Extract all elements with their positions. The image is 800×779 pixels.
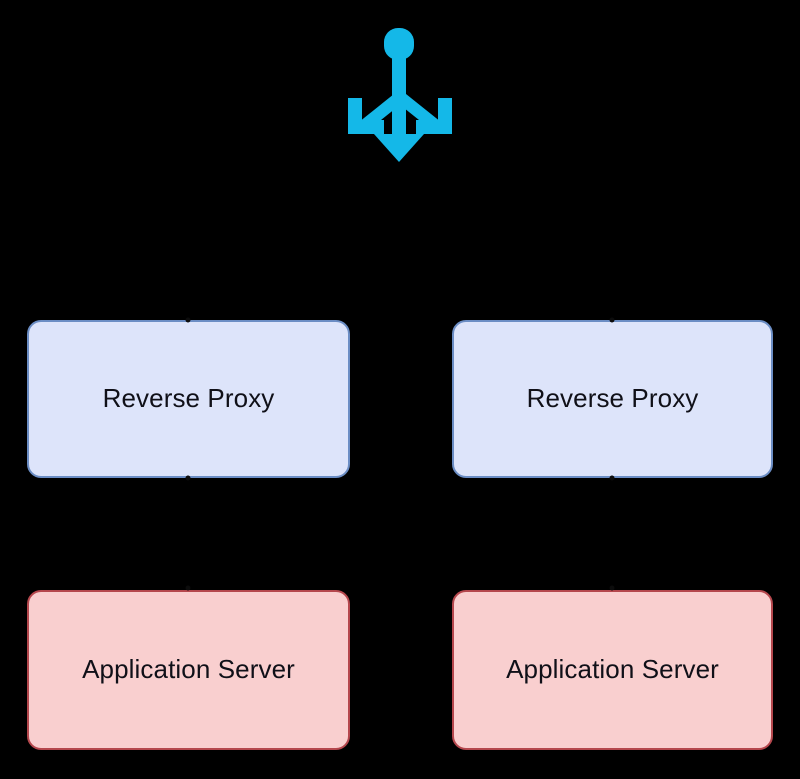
node-application-server-right[interactable]: Application Server: [452, 590, 773, 750]
node-label: Application Server: [506, 654, 719, 685]
anchor-proxy-right-top: [609, 317, 615, 323]
node-label: Reverse Proxy: [102, 383, 275, 414]
edge-loadbalancer-to-proxy-right: [399, 162, 613, 320]
edge-loadbalancer-to-proxy-left: [187, 162, 401, 320]
node-label: Reverse Proxy: [526, 383, 699, 414]
anchor-proxy-left-bottom: [185, 475, 191, 481]
node-reverse-proxy-right[interactable]: Reverse Proxy: [452, 320, 773, 478]
node-reverse-proxy-left[interactable]: Reverse Proxy: [27, 320, 350, 478]
anchor-app-left-top: [185, 585, 191, 591]
node-application-server-left[interactable]: Application Server: [27, 590, 350, 750]
anchor-app-right-top: [609, 585, 615, 591]
load-balancer-icon: [344, 28, 456, 162]
anchor-proxy-right-bottom: [609, 475, 615, 481]
anchor-proxy-left-top: [185, 317, 191, 323]
node-label: Application Server: [82, 654, 295, 685]
